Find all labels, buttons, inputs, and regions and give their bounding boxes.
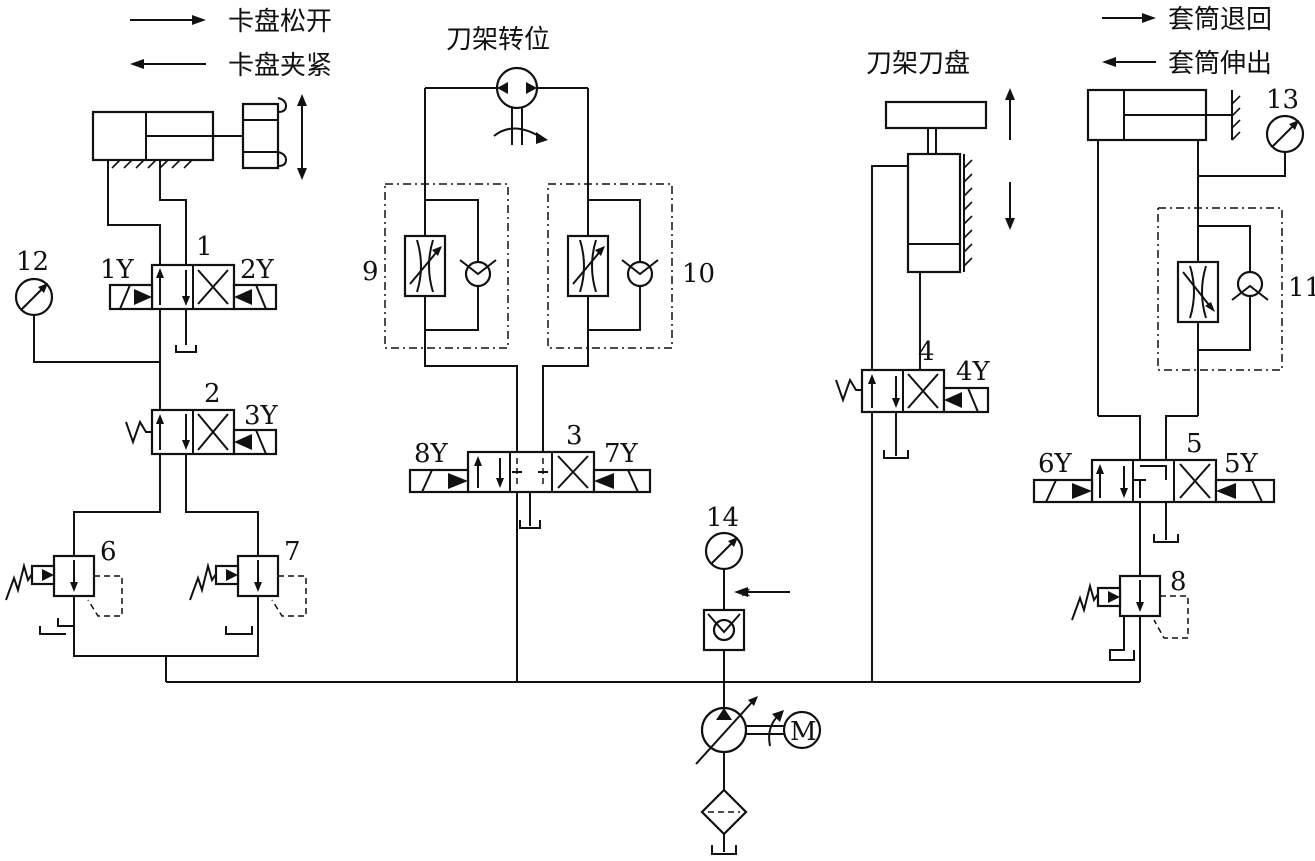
label-gauge-14: 14	[706, 503, 739, 533]
legend-chuck-release: 卡盘松开	[228, 7, 332, 37]
label-valve-1: 1	[196, 232, 213, 262]
label-solenoid-5y: 5Y	[1224, 449, 1259, 479]
label-solenoid-1y: 1Y	[100, 255, 135, 285]
label-solenoid-2y: 2Y	[240, 255, 275, 285]
label-solenoid-7y: 7Y	[604, 439, 639, 469]
label-valve-10: 10	[682, 259, 715, 289]
label-solenoid-3y: 3Y	[244, 401, 279, 431]
legend-chuck-clamp: 卡盘夹紧	[228, 51, 332, 81]
throttle-check-valve-9	[384, 183, 509, 349]
throttle-check-valve-10	[547, 183, 673, 349]
valve-1	[108, 263, 278, 353]
sleeve-cylinder	[1086, 88, 1241, 142]
turret-disc-cylinder	[884, 88, 1015, 274]
label-valve-3: 3	[566, 421, 583, 451]
motor-label: M	[790, 717, 817, 747]
legend-sleeve-extend: 套筒伸出	[1168, 49, 1272, 79]
label-valve-7: 7	[284, 537, 301, 567]
valve-3	[408, 450, 652, 682]
gauge-12	[14, 277, 160, 363]
chuck-cylinder	[91, 94, 307, 180]
gauge-14: ×	[704, 531, 790, 610]
label-gauge-12: 12	[16, 247, 49, 277]
label-valve-9: 9	[362, 257, 379, 287]
filter	[700, 788, 748, 855]
label-solenoid-4y: 4Y	[956, 357, 991, 387]
label-gauge-13: 13	[1266, 85, 1299, 115]
label-valve-8: 8	[1170, 567, 1187, 597]
label-valve-11: 11	[1288, 273, 1315, 303]
legend-sleeve-retract: 套筒退回	[1168, 5, 1272, 35]
label-solenoid-6y: 6Y	[1038, 449, 1073, 479]
label-solenoid-8y: 8Y	[414, 439, 449, 469]
label-valve-2: 2	[204, 379, 221, 409]
turret-hydraulic-motor	[425, 66, 588, 145]
throttle-check-valve-11	[1157, 207, 1283, 371]
label-valve-5: 5	[1186, 429, 1203, 459]
valve-5	[1032, 458, 1276, 576]
check-valve-pump	[702, 608, 746, 708]
pressure-valve-6	[5, 554, 123, 635]
title-turret-index: 刀架转位	[446, 25, 550, 55]
label-valve-6: 6	[100, 537, 117, 567]
variable-pump: M	[695, 696, 822, 790]
cross-mark-icon: ×	[740, 585, 752, 601]
gauge-13	[1198, 114, 1305, 177]
valve-4	[835, 368, 990, 459]
title-turret-disc: 刀架刀盘	[866, 49, 970, 79]
valve-2	[125, 408, 278, 456]
pressure-valve-7	[189, 554, 307, 635]
pressure-valve-8	[1071, 574, 1189, 682]
legend: 卡盘松开 卡盘夹紧 套筒退回 套筒伸出	[130, 5, 1272, 81]
label-valve-4: 4	[918, 337, 935, 367]
